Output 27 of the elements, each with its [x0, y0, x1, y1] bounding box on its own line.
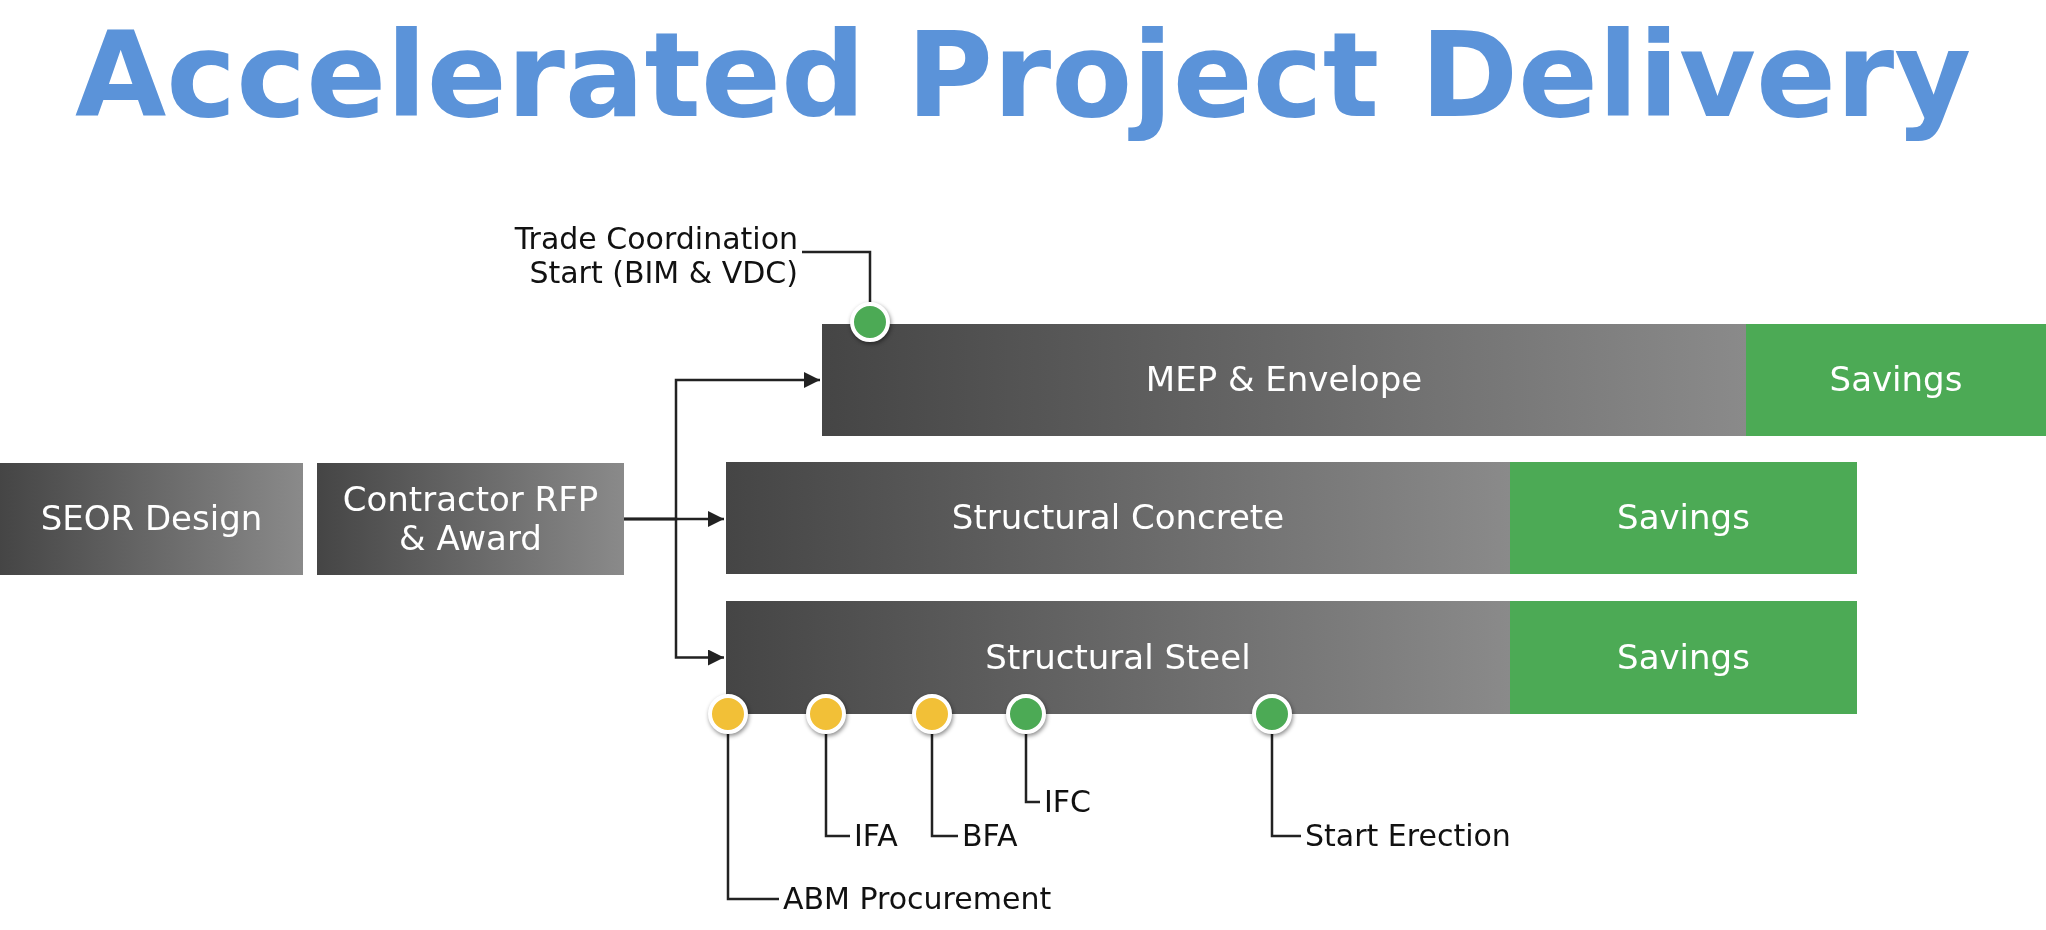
milestone-label: IFA — [854, 816, 934, 856]
milestone-label: IFC — [1044, 782, 1124, 822]
leader-line — [930, 732, 958, 838]
leader-line — [824, 732, 850, 838]
milestone-dot — [1250, 692, 1294, 736]
milestone-label: ABM Procurement — [783, 879, 1073, 919]
leader-line — [802, 250, 872, 304]
savings-bar: Savings — [1746, 324, 2046, 436]
milestone-dot — [1004, 692, 1048, 736]
task-bar: SEOR Design — [0, 463, 303, 575]
milestone-dot — [910, 692, 954, 736]
task-bar: Structural Concrete — [726, 462, 1510, 574]
task-bar: MEP & Envelope — [822, 324, 1746, 436]
task-bar: Structural Steel — [726, 601, 1510, 714]
leader-line — [1270, 732, 1301, 838]
arrow — [624, 517, 724, 666]
savings-bar: Savings — [1510, 462, 1857, 574]
leader-line — [1024, 732, 1040, 804]
milestone-label: BFA — [962, 816, 1042, 856]
task-bar: Contractor RFP & Award — [317, 463, 624, 575]
milestone-dot — [848, 300, 892, 344]
savings-bar: Savings — [1510, 601, 1857, 714]
title: Accelerated Project Delivery — [73, 5, 1973, 146]
milestone-label: Trade Coordination Start (BIM & VDC) — [440, 216, 798, 296]
milestone-dot — [804, 692, 848, 736]
milestone-label: Start Erection — [1305, 816, 1565, 856]
leader-line — [726, 732, 779, 901]
